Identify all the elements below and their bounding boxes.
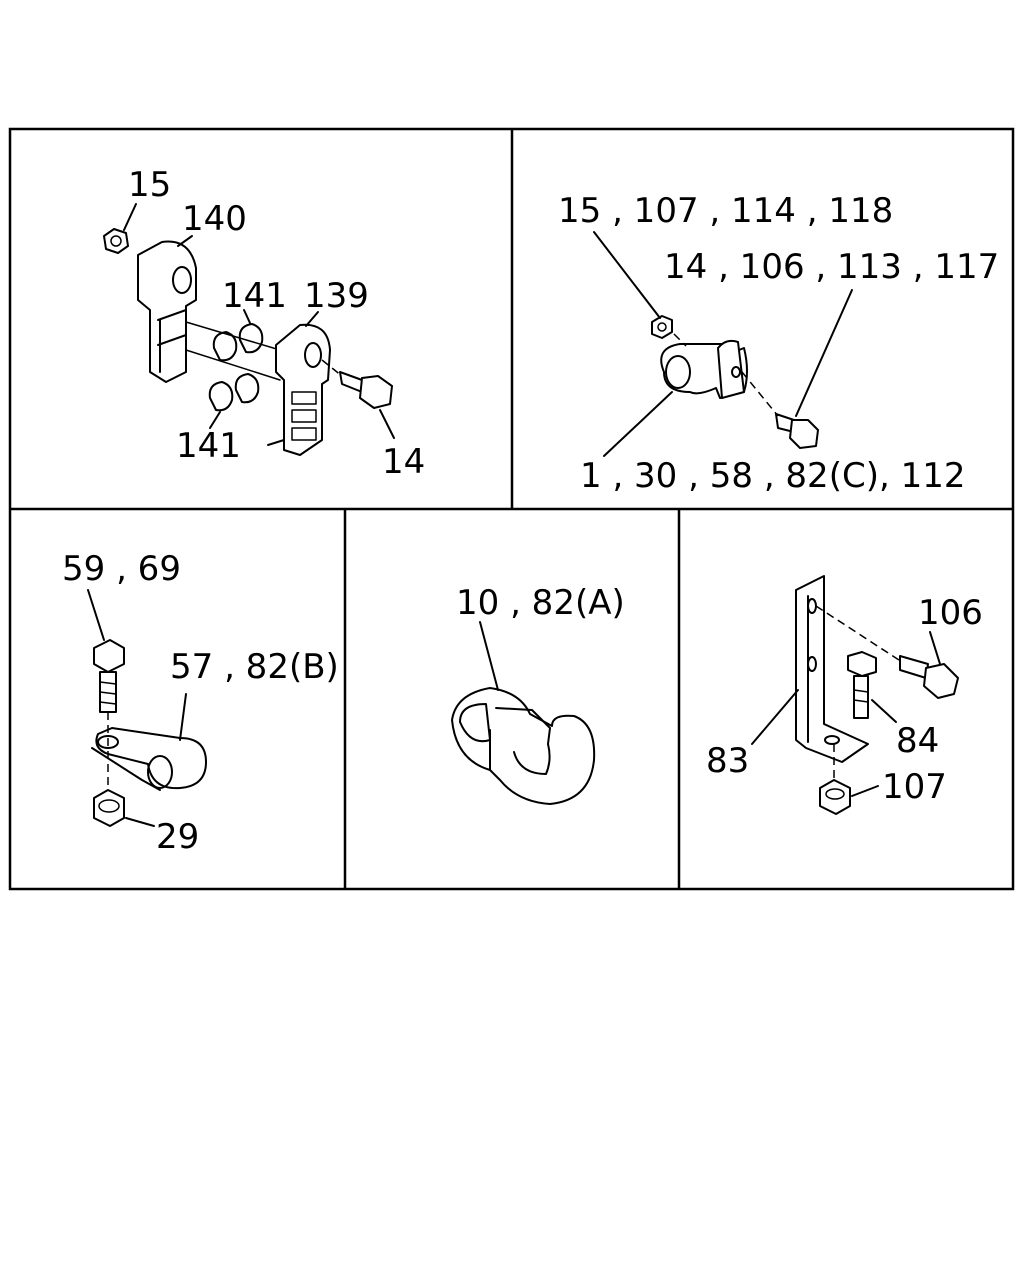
panel-bottom-right: 106 84 83 107 xyxy=(706,575,983,815)
label-139: 139 xyxy=(304,276,369,316)
nut-107-drawing xyxy=(819,744,851,815)
leader-139 xyxy=(305,311,319,327)
clip-141-lower-drawing xyxy=(208,373,260,412)
nut-29-drawing xyxy=(93,789,125,827)
label-141-lower: 141 xyxy=(176,426,241,466)
leader-141-upper xyxy=(243,309,251,324)
label-29: 29 xyxy=(156,817,199,857)
label-1-30-58-82c-112: 1 , 30 , 58 , 82(C), 112 xyxy=(580,456,965,496)
label-140: 140 xyxy=(182,199,247,239)
leader-10-82a xyxy=(479,621,499,691)
leader-15-107-114-118 xyxy=(593,231,661,319)
panel-bottom-middle: 10 , 82(A) xyxy=(451,583,625,805)
leader-15 xyxy=(123,203,137,231)
panel-bottom-left: 59 , 69 57 , 82(B) 29 xyxy=(62,549,339,857)
leader-106 xyxy=(929,631,941,665)
label-106: 106 xyxy=(918,593,983,633)
label-57-82b: 57 , 82(B) xyxy=(170,647,339,687)
leader-84 xyxy=(871,699,897,723)
label-14-106-113-117: 14 , 106 , 113 , 117 xyxy=(664,247,999,287)
diagram-frame xyxy=(8,127,1015,891)
label-10-82a: 10 , 82(A) xyxy=(456,583,625,623)
leader-1-30-58-82c-112 xyxy=(603,391,673,457)
leader-59-69 xyxy=(87,589,105,641)
label-15-107-114-118: 15 , 107 , 114 , 118 xyxy=(558,191,893,231)
label-14: 14 xyxy=(382,442,425,482)
bracket-83-drawing xyxy=(795,575,869,763)
label-15: 15 xyxy=(128,165,171,205)
bolt-59-69-drawing xyxy=(93,639,125,713)
clamp-1-30-58-82c-112-drawing xyxy=(660,339,748,399)
leader-83 xyxy=(751,689,799,745)
clip-141-upper-drawing xyxy=(185,321,281,381)
panel-top-left: 15 140 141 139 141 14 xyxy=(103,165,425,482)
bolt-14-106-113-117-drawing xyxy=(673,333,819,449)
label-107: 107 xyxy=(882,767,947,807)
bolt-84-drawing xyxy=(847,651,877,719)
nut-15-107-114-118-drawing xyxy=(651,315,673,339)
bolt-106-drawing xyxy=(815,605,959,699)
leader-29 xyxy=(125,817,155,827)
bracket-140-drawing xyxy=(137,240,197,383)
leader-57-82b xyxy=(179,693,187,741)
leader-14 xyxy=(379,409,395,439)
label-59-69: 59 , 69 xyxy=(62,549,181,589)
bolt-14-drawing xyxy=(321,359,393,409)
clamp-10-82a-drawing xyxy=(451,687,596,805)
panel-top-right: 15 , 107 , 114 , 118 14 , 106 , 113 , 11… xyxy=(558,191,999,496)
clamp-57-82b-drawing xyxy=(91,727,207,791)
label-141-upper: 141 xyxy=(222,276,287,316)
label-83: 83 xyxy=(706,741,749,781)
leader-14-106-113-117 xyxy=(795,289,853,417)
leader-107 xyxy=(851,785,879,797)
leader-140 xyxy=(177,235,193,247)
nut-15-drawing xyxy=(103,228,129,254)
bracket-139-drawing xyxy=(267,323,331,456)
label-84: 84 xyxy=(896,721,939,761)
leader-141-lower xyxy=(209,411,221,429)
